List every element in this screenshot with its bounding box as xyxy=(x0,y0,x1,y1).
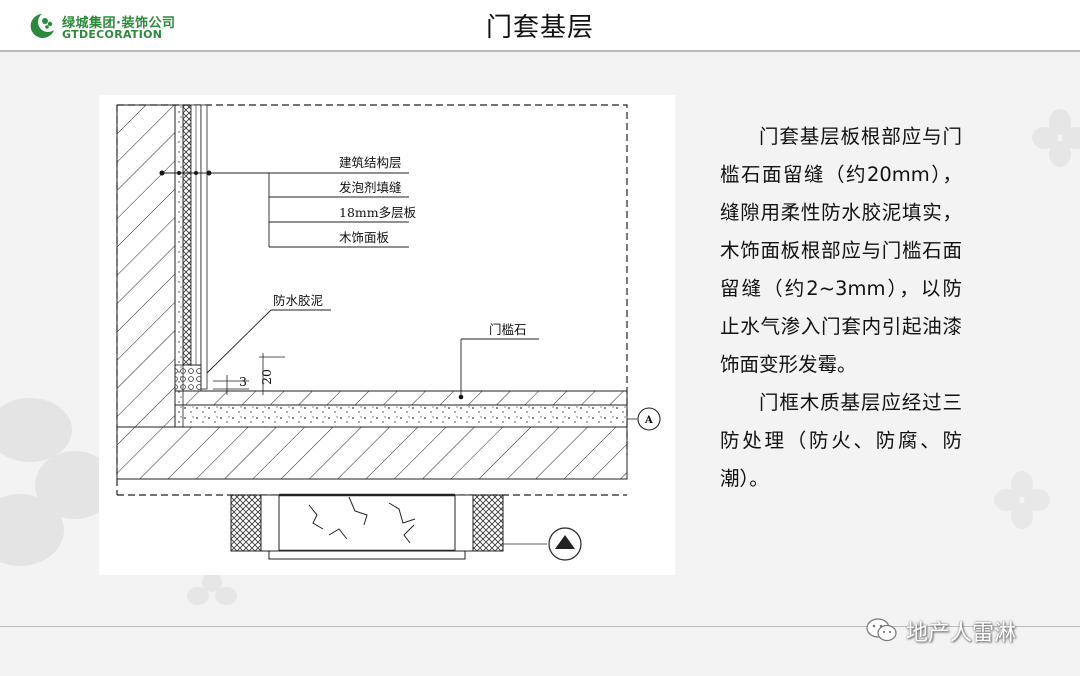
flower-decoration-icon xyxy=(187,572,237,605)
watermark: 地产人雷淋 xyxy=(866,612,1066,646)
door-frame-section-drawing: 建筑结构层 发泡剂填缝 18mm多层板 木饰面板 防水胶泥 门槛石 3 20 A xyxy=(99,95,675,575)
watermark-text: 地产人雷淋 xyxy=(906,621,1017,646)
dimension-3mm: 3 xyxy=(239,374,247,389)
paragraph-treatment: 门框木质基层应经过三防处理（防火、防腐、防潮）。 xyxy=(720,391,962,490)
threshold-stone xyxy=(174,390,628,406)
logo-icon xyxy=(30,14,54,38)
floor-slab xyxy=(116,426,628,480)
description-text: 门套基层板根部应与门槛石面留缝（约20mm），缝隙用柔性防水胶泥填实，木饰面板根… xyxy=(720,118,962,498)
header-divider xyxy=(0,50,1080,52)
company-logo: 绿城集团·装饰公司 GTDECORATION xyxy=(28,10,208,44)
dimension-20mm: 20 xyxy=(259,369,274,385)
label-foam: 发泡剂填缝 xyxy=(339,180,402,195)
paragraph-threshold-gap: 门套基层板根部应与门槛石面留缝（约20mm），缝隙用柔性防水胶泥填实，木饰面板根… xyxy=(720,125,962,376)
label-threshold: 门槛石 xyxy=(489,322,527,337)
label-sealant: 防水胶泥 xyxy=(273,293,323,308)
section-mark-label: A xyxy=(644,415,653,426)
label-plywood: 18mm多层板 xyxy=(339,205,417,220)
page-title: 门套基层 xyxy=(485,13,594,43)
footer-divider xyxy=(0,626,1080,627)
logo-chinese-name: 绿城集团·装饰公司 xyxy=(62,16,176,31)
wechat-icon xyxy=(866,618,897,642)
flower-decoration-icon xyxy=(994,471,1050,529)
plan-view-detail xyxy=(230,493,582,561)
logo-english-name: GTDECORATION xyxy=(62,28,163,41)
flower-decoration-icon xyxy=(1032,109,1080,167)
flower-decoration-icon xyxy=(0,398,115,566)
label-veneer: 木饰面板 xyxy=(339,230,390,245)
header-bar: 绿城集团·装饰公司 GTDECORATION 门套基层 xyxy=(0,0,1080,50)
wall-structure xyxy=(116,104,176,428)
label-structure: 建筑结构层 xyxy=(339,155,402,170)
sealant-fill xyxy=(174,364,202,392)
